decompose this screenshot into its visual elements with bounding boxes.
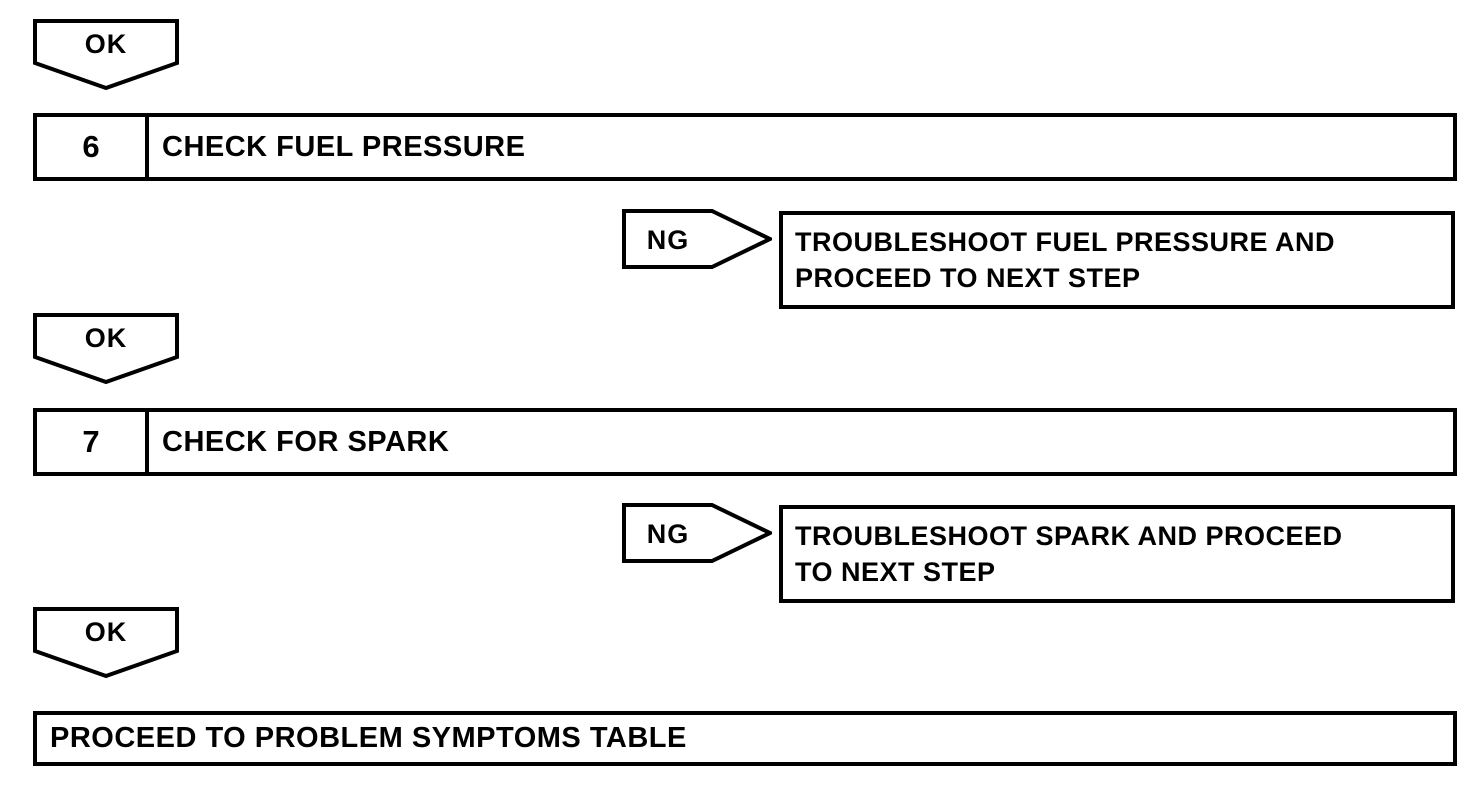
- step-title: CHECK FOR SPARK: [162, 425, 450, 458]
- step-number: 7: [37, 412, 149, 472]
- ng-action-box-2: TROUBLESHOOT SPARK AND PROCEED TO NEXT S…: [779, 505, 1455, 603]
- ok-arrow-shape: [33, 19, 179, 91]
- ng-connector-1: NG: [622, 209, 772, 269]
- ng-label: NG: [647, 519, 690, 549]
- ok-label: OK: [85, 323, 128, 353]
- ng-label: NG: [647, 225, 690, 255]
- ok-connector-1: OK: [33, 19, 179, 91]
- step-title: CHECK FUEL PRESSURE: [162, 130, 526, 163]
- ok-arrow-shape: [33, 313, 179, 385]
- final-action-box: PROCEED TO PROBLEM SYMPTOMS TABLE: [33, 711, 1457, 766]
- ng-action-box-1: TROUBLESHOOT FUEL PRESSURE AND PROCEED T…: [779, 211, 1455, 309]
- step-row-6: 6 CHECK FUEL PRESSURE: [33, 113, 1457, 181]
- ok-label: OK: [85, 617, 128, 647]
- step-number: 6: [37, 117, 149, 177]
- ok-connector-2: OK: [33, 313, 179, 385]
- ok-label: OK: [85, 29, 128, 59]
- ok-connector-3: OK: [33, 607, 179, 679]
- ng-arrow-shape: [622, 503, 772, 563]
- ng-action-text: TROUBLESHOOT FUEL PRESSURE AND PROCEED T…: [795, 227, 1336, 293]
- step-row-7: 7 CHECK FOR SPARK: [33, 408, 1457, 476]
- ng-arrow-shape: [622, 209, 772, 269]
- ng-connector-2: NG: [622, 503, 772, 563]
- ng-action-text: TROUBLESHOOT SPARK AND PROCEED TO NEXT S…: [795, 521, 1343, 587]
- ok-arrow-shape: [33, 607, 179, 679]
